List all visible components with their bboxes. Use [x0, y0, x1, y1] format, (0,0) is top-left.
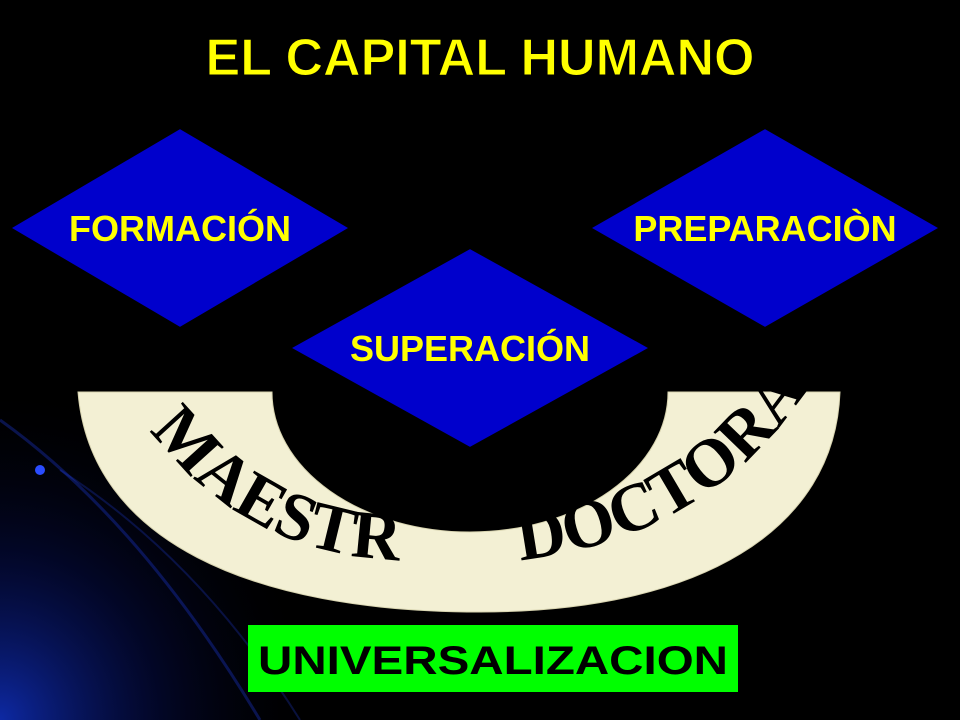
banner-universalizacion: UNIVERSALIZACION [248, 625, 738, 692]
diamond-superacion-label: SUPERACIÓN [350, 327, 590, 369]
diamond-formacion: FORMACIÓN [8, 126, 352, 330]
banner-box [248, 625, 738, 692]
diamond-preparacion-shape [587, 126, 943, 330]
diamond-formacion-label: FORMACIÓN [69, 207, 291, 249]
arc-band [77, 391, 841, 613]
diamond-formacion-shape [8, 126, 352, 330]
diamond-superacion-shape [287, 246, 653, 450]
banner-label: UNIVERSALIZACION [258, 639, 728, 683]
slide-title: EL CAPITAL HUMANO [206, 29, 755, 87]
bullet-dot [35, 465, 45, 475]
background-swoosh [0, 418, 262, 720]
diamond-superacion: SUPERACIÓN [287, 246, 653, 450]
diamond-preparacion-label: PREPARACIÒN [633, 207, 896, 249]
diamond-preparacion: PREPARACIÒN [587, 126, 943, 330]
